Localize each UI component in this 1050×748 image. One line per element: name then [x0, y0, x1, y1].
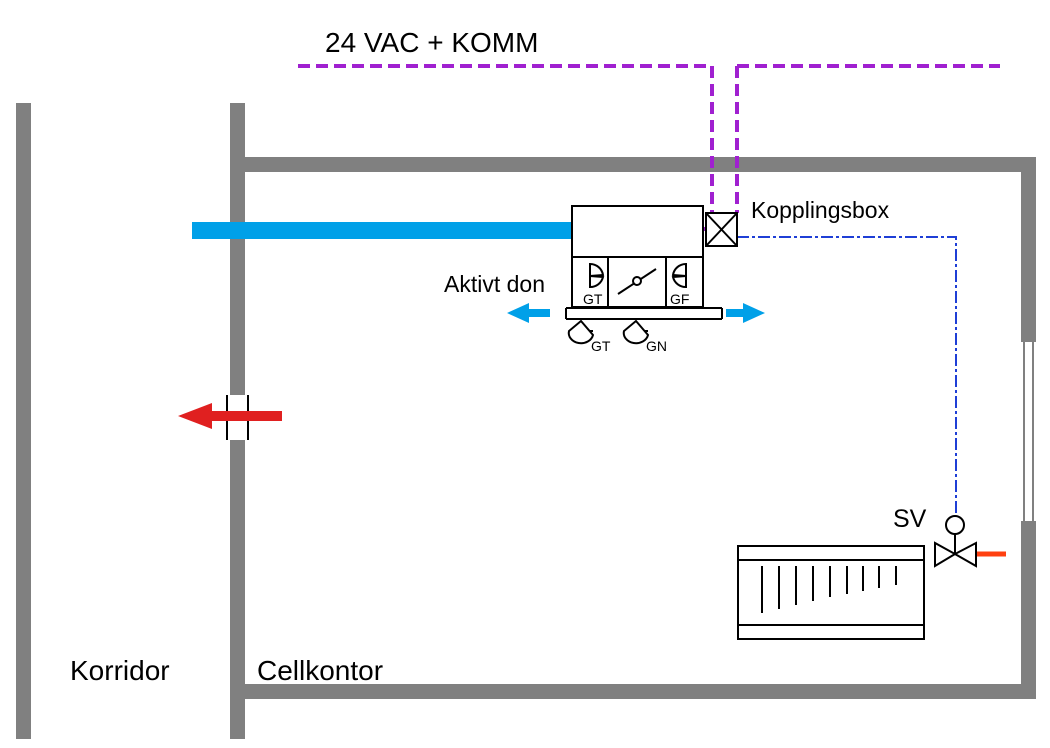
office-wall-right-upper — [1021, 157, 1036, 342]
office-wall-top — [230, 157, 1036, 172]
office-wall-bottom — [230, 684, 1036, 699]
supply-label: 24 VAC + KOMM — [325, 27, 538, 58]
exhaust-arrow — [178, 403, 282, 429]
radiator — [737, 545, 925, 640]
supply-duct — [192, 222, 572, 239]
damper-icon — [617, 268, 657, 295]
label-gt-unit: GT — [583, 291, 603, 307]
walls — [16, 103, 1036, 739]
window — [1023, 342, 1034, 521]
corridor-label: Korridor — [70, 655, 170, 686]
office-label: Cellkontor — [257, 655, 383, 686]
active-unit-plenum — [571, 205, 704, 258]
active-unit-label: Aktivt don — [444, 271, 545, 297]
label-gf-unit: GF — [670, 291, 689, 307]
label-gt-bottom: GT — [591, 338, 611, 354]
sensor-gn-bottom-icon — [622, 319, 650, 345]
supply-arrow-left — [507, 303, 550, 323]
valve-label: SV — [893, 505, 927, 533]
outer-wall-left — [16, 103, 31, 739]
junction-box-icon — [705, 212, 738, 247]
valve-icon — [934, 515, 977, 568]
label-gn-bottom: GN — [646, 338, 667, 354]
corridor-wall-upper — [230, 103, 245, 395]
corridor-wall-lower — [230, 440, 245, 739]
sensor-gt-bottom-icon — [567, 319, 595, 345]
junction-box-label: Kopplingsbox — [751, 197, 890, 223]
office-wall-right-lower — [1021, 521, 1036, 696]
signal-line — [737, 236, 957, 515]
supply-arrow-right — [726, 303, 765, 323]
sensor-gf-icon — [671, 262, 687, 289]
sensor-gt-icon — [589, 262, 605, 289]
